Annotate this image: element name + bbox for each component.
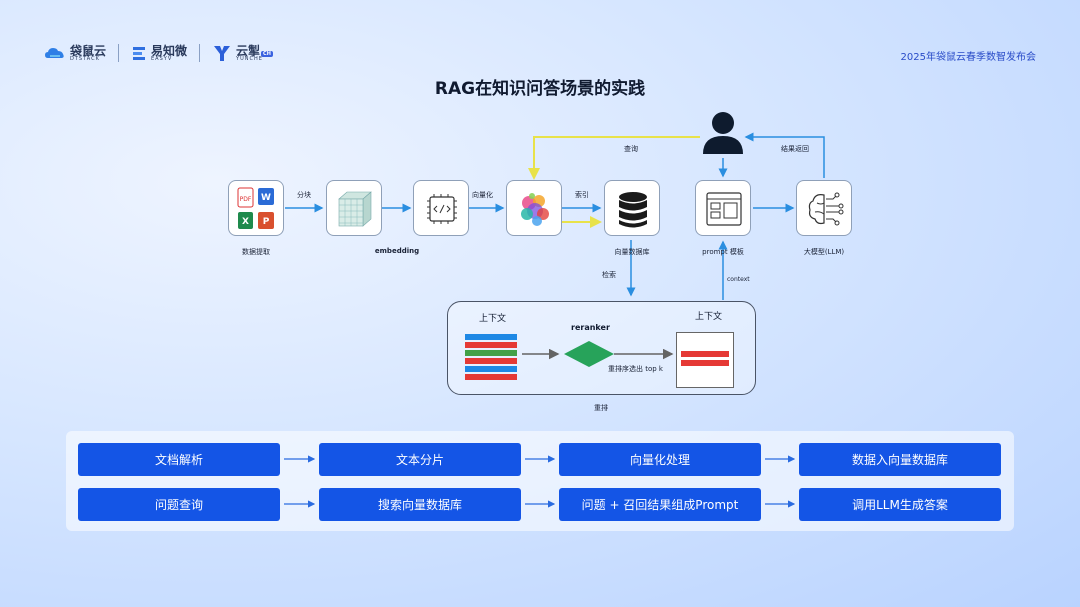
dtstack-cloud-icon [45,48,64,58]
brain-circuit-icon [808,192,844,226]
rerank-caption: 重排 [594,404,608,412]
query-label: 查询 [624,145,638,153]
context-bars-left [465,334,517,380]
bar-red [465,374,517,380]
ppt-glyph: P [263,217,270,227]
yunche-y-icon [214,46,231,61]
cube-grid-icon [338,191,372,227]
index-label: 索引 [575,191,589,199]
step-question-query: 问题查询 [78,488,280,521]
easyv-e-icon [133,47,146,60]
step-store-db: 数据入向量数据库 [799,443,1001,476]
embedding-node [326,180,382,236]
yunche-name: 云掣 [236,43,261,58]
step-build-prompt: 问题 + 召回结果组成Prompt [559,488,761,521]
step-arrows [284,455,796,508]
bar-red [681,351,729,357]
vectorize-label: 向量化 [472,191,493,199]
bar-green [465,350,517,356]
word-glyph: W [261,193,271,203]
logo-divider [199,44,201,62]
file-types-icon: PDF W X P [237,187,274,229]
prompt-template-label: prompt 模板 [702,248,744,256]
llm-node [796,180,852,236]
dtstack-logo: 袋鼠云 DTSTACK [44,45,106,62]
yellow-query-arrows [528,136,700,228]
step-search-db: 搜索向量数据库 [319,488,521,521]
data-extract-label: 数据提取 [242,248,270,256]
step-llm-answer: 调用LLM生成答案 [799,488,1001,521]
easyv-sub: EASYV [151,55,173,62]
embedding-label: embedding [374,247,420,255]
prompt-template-node [695,180,751,236]
context-label: context [727,276,750,283]
llm-label: 大模型(LLM) [803,248,845,256]
yunche-badge: CH [261,50,273,57]
dtstack-sub: DTSTACK [70,55,100,62]
documents-node: PDF W X P [228,180,284,236]
dtstack-name: 袋鼠云 [70,43,107,58]
blue-arrows [285,132,825,300]
rerank-box: 上下文 上下文 reranker 重排序选出 top k [447,301,756,395]
logo-divider [118,44,120,62]
bar-blue [465,366,517,372]
event-title: 2025年袋鼠云春季数智发布会 [900,52,1036,63]
vector-points-icon [521,193,549,226]
process-steps-panel: 文档解析 文本分片 向量化处理 数据入向量数据库 问题查询 搜索向量数据库 问题… [66,431,1014,531]
context-right-title: 上下文 [695,312,723,322]
pdf-glyph: PDF [240,196,252,203]
bar-red [681,360,729,366]
context-left-title: 上下文 [479,314,507,324]
vector-cloud-node [506,180,562,236]
bar-blue [465,334,517,340]
yunche-sub: YUNCHE [236,55,263,62]
step-doc-parse: 文档解析 [78,443,280,476]
step-text-chunk: 文本分片 [319,443,521,476]
bar-red [465,358,517,364]
code-chip-icon [427,194,457,224]
page-title: RAG在知识问答场景的实践 [434,79,646,99]
reranker-diamond-icon [564,341,614,367]
retrieve-label: 检索 [602,271,616,279]
context-right-panel [676,332,734,388]
template-icon [706,192,742,226]
vector-db-node [604,180,660,236]
user-icon [703,112,743,154]
easyv-logo: 易知微 EASYV [131,45,187,62]
step-vectorize: 向量化处理 [559,443,761,476]
rerank-select-label: 重排序选出 top k [608,365,663,373]
excel-glyph: X [242,217,249,227]
result-return-label: 结果返回 [781,145,809,153]
bar-red [465,342,517,348]
chunk-label: 分块 [297,191,311,199]
code-node [413,180,469,236]
reranker-label: reranker [571,323,610,332]
database-icon [619,192,647,228]
vector-db-label: 向量数据库 [614,248,650,256]
easyv-name: 易知微 [151,43,188,58]
